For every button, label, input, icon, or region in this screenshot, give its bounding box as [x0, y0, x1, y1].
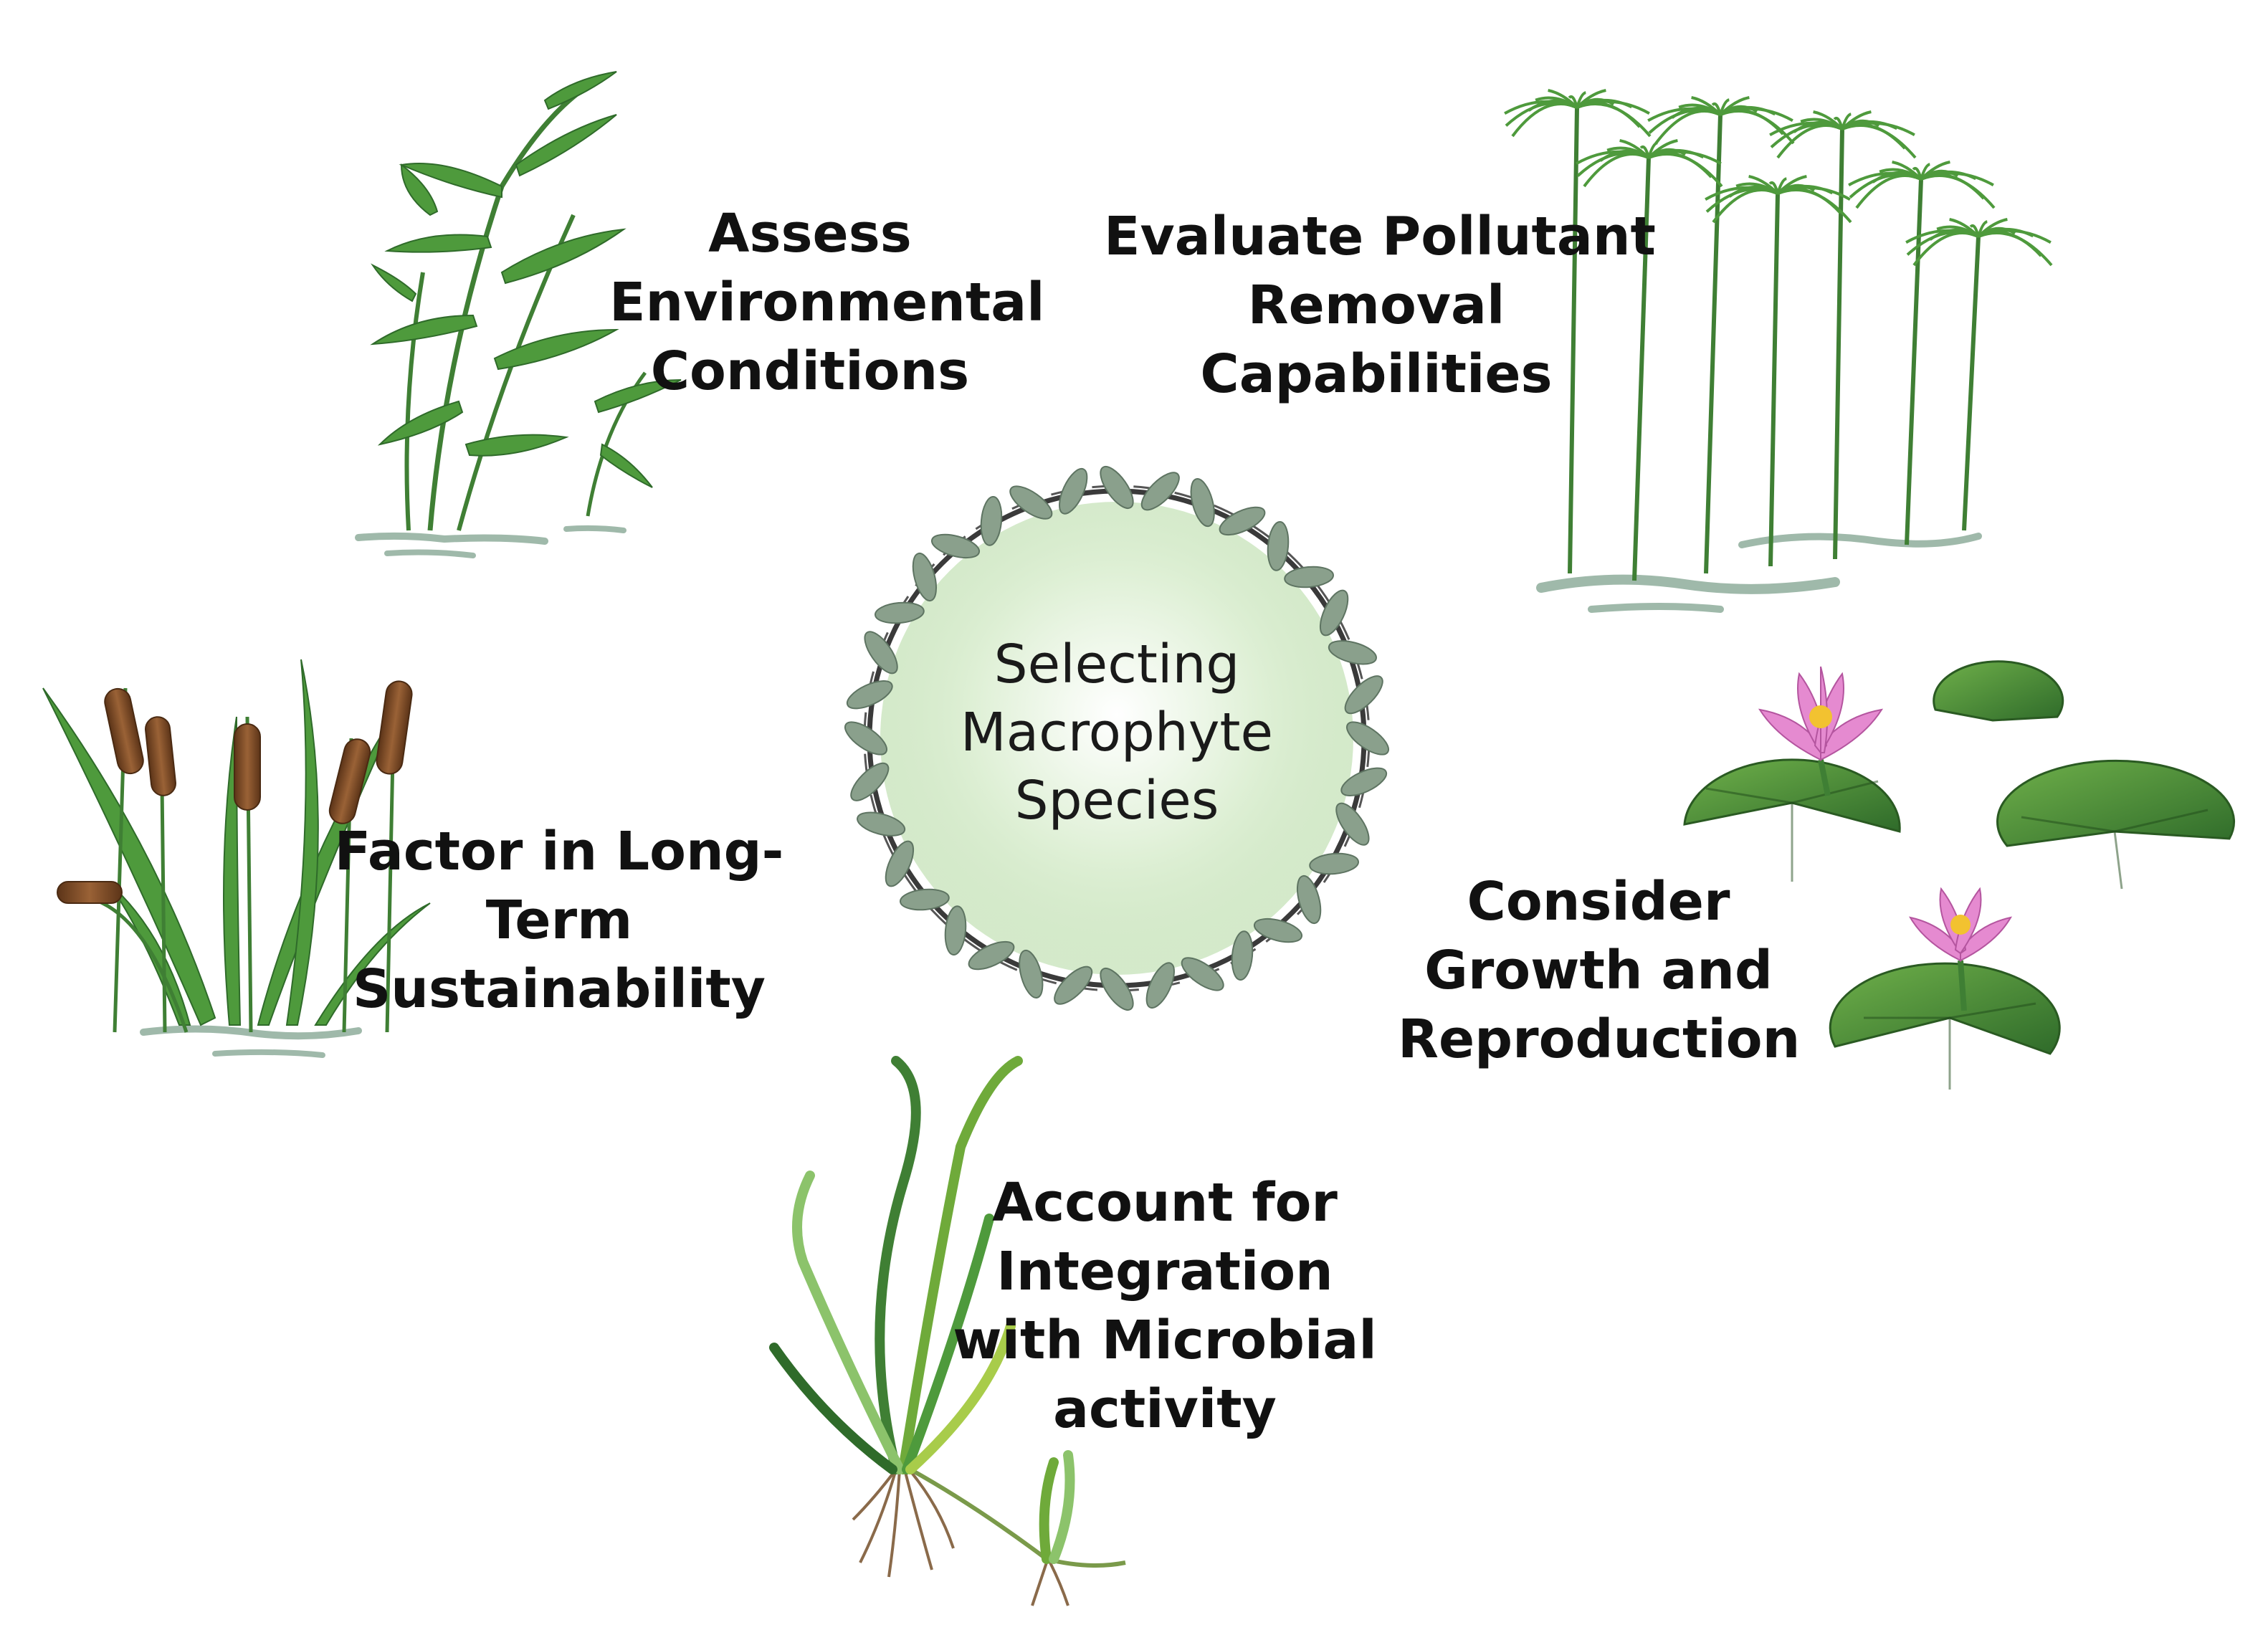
- wreath-leaf: [844, 721, 887, 756]
- label-assess-environmental-conditions: Assess Environmental Conditions: [609, 199, 1045, 406]
- wreath-leaf: [1231, 930, 1254, 981]
- center-title-line-1: Selecting: [994, 634, 1240, 695]
- center-title-line-3: Species: [1014, 770, 1219, 831]
- wreath-leaf: [1253, 918, 1303, 943]
- label-evaluate-pollutant-removal: Evaluate Pollutant Removal Capabilities: [1104, 202, 1656, 409]
- label-line: Removal: [1247, 275, 1505, 336]
- wreath-leaf: [1344, 675, 1383, 715]
- wreath-leaf: [1145, 962, 1175, 1009]
- wreath-leaf: [850, 762, 890, 801]
- papyrus-head: [1705, 175, 1852, 224]
- wreath-leaf: [864, 631, 898, 675]
- label-line: Conditions: [650, 340, 970, 402]
- label-line: Consider: [1467, 871, 1730, 933]
- label-line: Capabilities: [1200, 343, 1553, 405]
- wreath-leaf: [930, 533, 981, 559]
- wreath-leaf: [1009, 485, 1053, 520]
- wreath-leaf: [1100, 466, 1134, 509]
- wreath-leaf: [1346, 721, 1389, 756]
- wreath-leaf: [875, 601, 925, 624]
- wreath-leaf: [980, 496, 1003, 546]
- wreath-leaf: [857, 811, 906, 837]
- papyrus-head: [1576, 139, 1723, 188]
- label-line: Evaluate Pollutant: [1104, 206, 1656, 267]
- wreath-leaf: [1296, 874, 1322, 925]
- wreath-leaf: [1284, 566, 1334, 588]
- label-line: activity: [1053, 1378, 1277, 1440]
- wreath-leaf: [1335, 802, 1370, 846]
- reed-grass-icon: [355, 71, 682, 558]
- wreath-leaf: [1100, 968, 1134, 1011]
- wreath-leaf: [885, 840, 915, 887]
- wreath-leaf: [1267, 521, 1290, 571]
- wreath-leaf: [846, 680, 893, 710]
- papyrus-head: [1905, 218, 2053, 267]
- wreath-leaf: [944, 905, 967, 955]
- cattail-icon: [42, 659, 431, 1058]
- wreath-leaf: [1219, 506, 1266, 536]
- wreath-leaf: [1059, 467, 1088, 515]
- wreath-leaf: [1054, 966, 1093, 1005]
- papyrus-icon: [1504, 89, 2053, 613]
- wreath-leaf: [1190, 478, 1215, 528]
- label-line: Reproduction: [1398, 1009, 1801, 1070]
- wreath-leaf: [968, 940, 1015, 971]
- label-line: Account for: [992, 1172, 1338, 1234]
- label-line: Assess: [708, 203, 912, 264]
- eelgrass-icon: [769, 1056, 1126, 1606]
- papyrus-head: [1848, 161, 1996, 209]
- label-factor-long-term-sustainability: Factor in Long- Term Sustainability: [323, 817, 796, 1024]
- label-consider-growth-reproduction: Consider Growth and Reproduction: [1398, 867, 1801, 1074]
- center-title-line-2: Macrophyte: [960, 702, 1274, 763]
- water-lily-icon: [1683, 660, 2235, 1090]
- wreath-leaf: [912, 552, 938, 602]
- label-account-microbial-integration: Account for Integration with Microbial a…: [932, 1168, 1398, 1444]
- papyrus-head: [1504, 89, 1652, 138]
- wreath-leaf: [1181, 957, 1224, 991]
- wreath-leaf: [1319, 589, 1349, 637]
- wreath-leaf: [1309, 852, 1359, 875]
- wreath-leaf: [1328, 640, 1377, 665]
- label-line: Growth and: [1424, 940, 1773, 1001]
- leaf-wreath-icon: [844, 466, 1389, 1011]
- wreath-leaf: [1340, 767, 1388, 796]
- label-line: Sustainability: [353, 958, 766, 1020]
- label-line: Term: [485, 890, 633, 951]
- label-line: Factor in Long-: [334, 821, 784, 882]
- label-line: with Microbial: [953, 1310, 1377, 1371]
- center-title: Selecting Macrophyte Species: [938, 631, 1296, 835]
- label-line: Integration: [996, 1241, 1333, 1302]
- label-line: Environmental: [609, 272, 1045, 333]
- papyrus-head: [1769, 110, 1917, 159]
- wreath-leaf: [900, 888, 950, 911]
- wreath-leaf: [1140, 472, 1180, 511]
- wreath-leaf: [1019, 949, 1044, 999]
